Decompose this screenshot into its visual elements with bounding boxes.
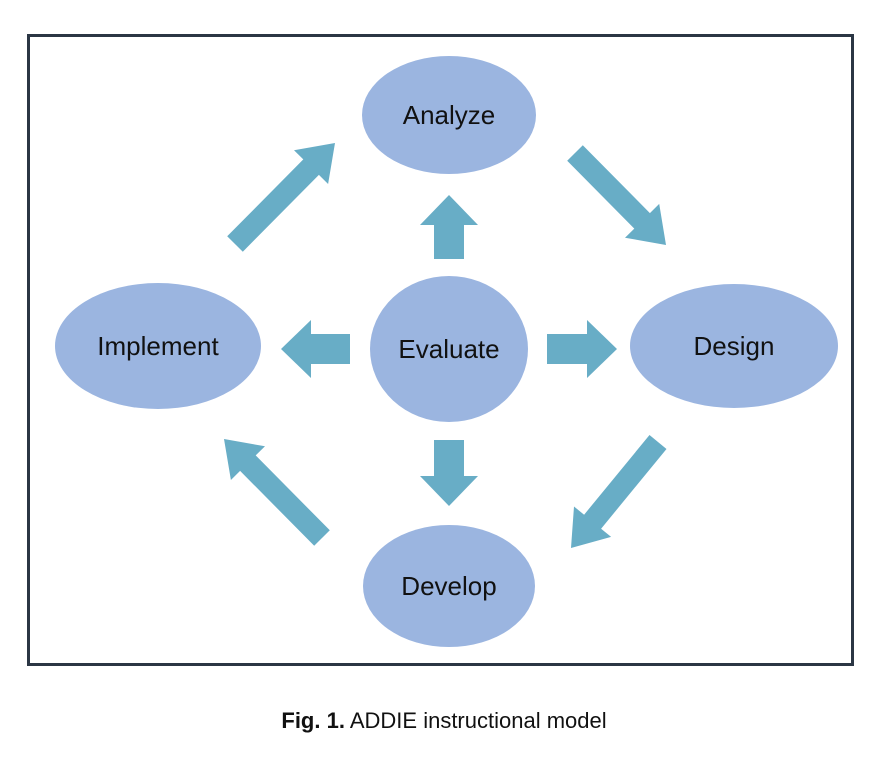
- node-design: Design: [630, 284, 838, 408]
- node-evaluate: Evaluate: [370, 276, 528, 422]
- diagram-frame: [27, 34, 854, 666]
- node-develop-label: Develop: [401, 571, 496, 601]
- node-analyze: Analyze: [362, 56, 536, 174]
- arrow-evaluate-to-implement: [281, 320, 350, 378]
- node-design-label: Design: [694, 331, 775, 361]
- arrow-design-to-develop: [571, 435, 667, 548]
- arrow-evaluate-to-develop: [420, 440, 478, 506]
- node-implement: Implement: [55, 283, 261, 409]
- caption-text: ADDIE instructional model: [349, 708, 607, 733]
- arrow-evaluate-to-design: [547, 320, 617, 378]
- node-analyze-shape: [362, 56, 536, 174]
- node-evaluate-shape: [370, 276, 528, 422]
- arrow-analyze-to-design: [567, 145, 666, 245]
- caption-fig-label: Fig. 1.: [281, 708, 345, 733]
- node-implement-shape: [55, 283, 261, 409]
- node-design-shape: [630, 284, 838, 408]
- arrow-evaluate-to-analyze: [420, 195, 478, 259]
- node-evaluate-label: Evaluate: [398, 334, 499, 364]
- node-analyze-label: Analyze: [403, 100, 496, 130]
- node-implement-label: Implement: [97, 331, 219, 361]
- figure-caption: Fig. 1. ADDIE instructional model: [0, 708, 888, 734]
- node-develop: Develop: [363, 525, 535, 647]
- arrow-develop-to-implement: [224, 439, 330, 546]
- arrow-implement-to-analyze: [227, 143, 335, 252]
- arrows-group: [224, 143, 667, 548]
- node-develop-shape: [363, 525, 535, 647]
